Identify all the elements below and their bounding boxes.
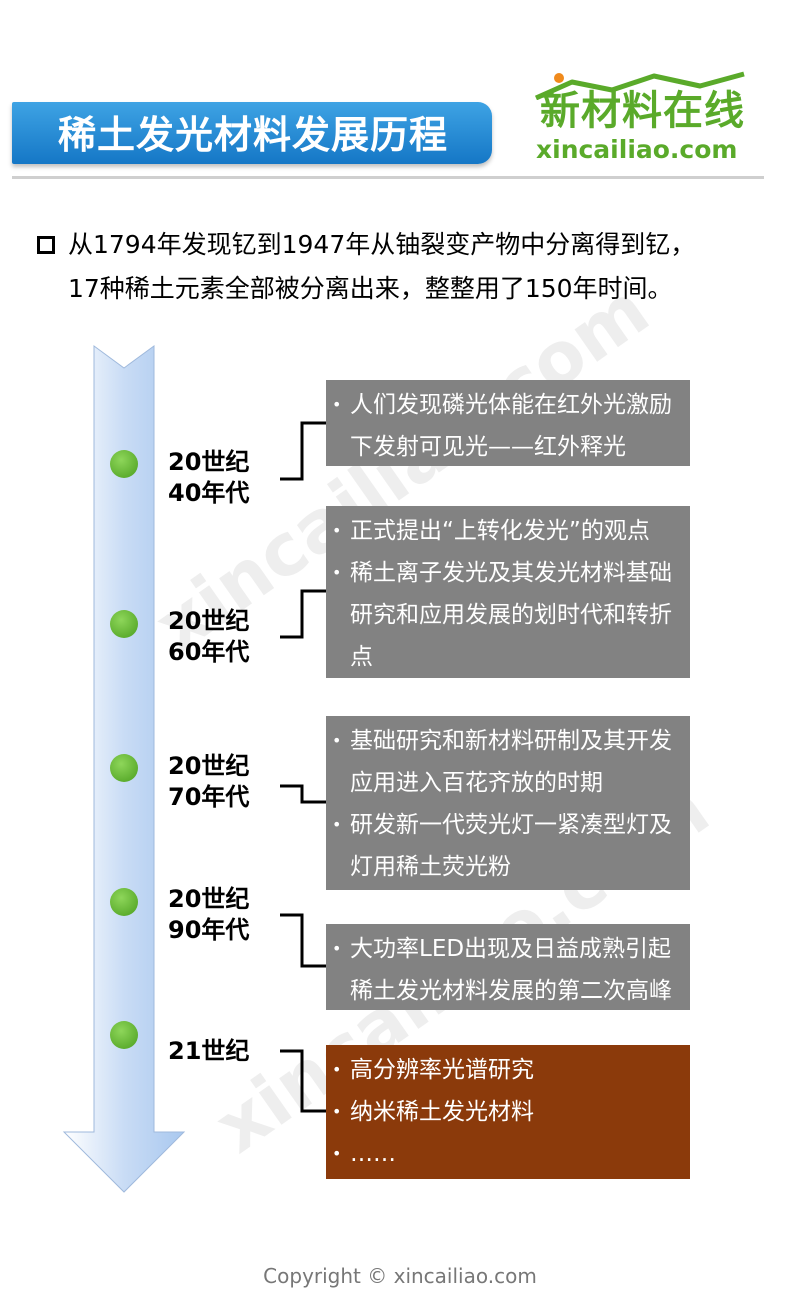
event-box-60s: • 正式提出“上转化发光”的观点 • 稀土离子发光及其发光材料基础研究和应用发展… xyxy=(326,506,690,678)
list-item: • 高分辨率光谱研究 xyxy=(332,1049,684,1091)
timeline-dot xyxy=(110,1021,138,1049)
intro-line-1: 从1794年发现钇到1947年从铀裂变产物中分离得到钇， xyxy=(68,230,696,259)
list-item: • 研发新一代荧光灯一紧凑型灯及灯用稀土荧光粉 xyxy=(332,804,684,888)
intro-line-2: 17种稀土元素全部被分离出来，整整用了150年时间。 xyxy=(68,274,673,303)
bullet-dot: • xyxy=(332,1144,342,1163)
timeline-dot xyxy=(110,610,138,638)
timeline-dot xyxy=(110,450,138,478)
bracket-60s xyxy=(280,589,326,639)
event-box-40s: • 人们发现磷光体能在红外光激励下发射可见光——红外释光 xyxy=(326,380,690,466)
logo-chinese-text: 新材料在线 xyxy=(540,88,745,134)
list-item: • 稀土离子发光及其发光材料基础研究和应用发展的划时代和转折点 xyxy=(332,552,684,678)
bullet-dot: • xyxy=(332,731,342,750)
logo-english-text: xincailiao.com xyxy=(536,135,738,164)
bullet-dot: • xyxy=(332,1060,342,1079)
event-box-90s: • 大功率LED出现及日益成熟引起稀土发光材料发展的第二次高峰 xyxy=(326,924,690,1010)
bullet-dot: • xyxy=(332,395,342,414)
list-item: • 大功率LED出现及日益成熟引起稀土发光材料发展的第二次高峰 xyxy=(332,928,684,1012)
page-title: 稀土发光材料发展历程 xyxy=(58,113,449,157)
list-item: • 基础研究和新材料研制及其开发应用进入百花齐放的时期 xyxy=(332,720,684,804)
square-bullet-icon xyxy=(37,236,55,254)
bullet-dot: • xyxy=(332,1102,342,1121)
list-item: • 纳米稀土发光材料 xyxy=(332,1091,684,1133)
bullet-dot: • xyxy=(332,815,342,834)
timeline-dot xyxy=(110,888,138,916)
title-bar xyxy=(12,102,492,164)
bracket-21c xyxy=(280,1049,326,1113)
bullet-dot: • xyxy=(332,563,342,582)
list-item: • …… xyxy=(332,1133,684,1175)
event-box-70s: • 基础研究和新材料研制及其开发应用进入百花齐放的时期 • 研发新一代荧光灯一紧… xyxy=(326,716,690,890)
event-box-21c: • 高分辨率光谱研究 • 纳米稀土发光材料 • …… xyxy=(326,1045,690,1179)
bracket-40s xyxy=(280,421,326,481)
list-item: • 正式提出“上转化发光”的观点 xyxy=(332,510,684,552)
timeline-dot xyxy=(110,754,138,782)
bullet-dot: • xyxy=(332,939,342,958)
bracket-90s xyxy=(280,913,326,968)
list-item: • 人们发现磷光体能在红外光激励下发射可见光——红外释光 xyxy=(332,384,684,468)
bullet-dot: • xyxy=(332,521,342,540)
copyright-text: Copyright © xincailiao.com xyxy=(263,1264,537,1288)
bracket-70s xyxy=(280,784,326,804)
intro-text: 从1794年发现钇到1947年从铀裂变产物中分离得到钇， 17种稀土元素全部被分… xyxy=(68,223,768,311)
era-label-21c: 21世纪 xyxy=(168,1037,250,1065)
header-divider xyxy=(12,176,764,179)
logo-roof-icon xyxy=(534,71,745,100)
logo: 新材料在线 xincailiao.com xyxy=(532,70,762,170)
